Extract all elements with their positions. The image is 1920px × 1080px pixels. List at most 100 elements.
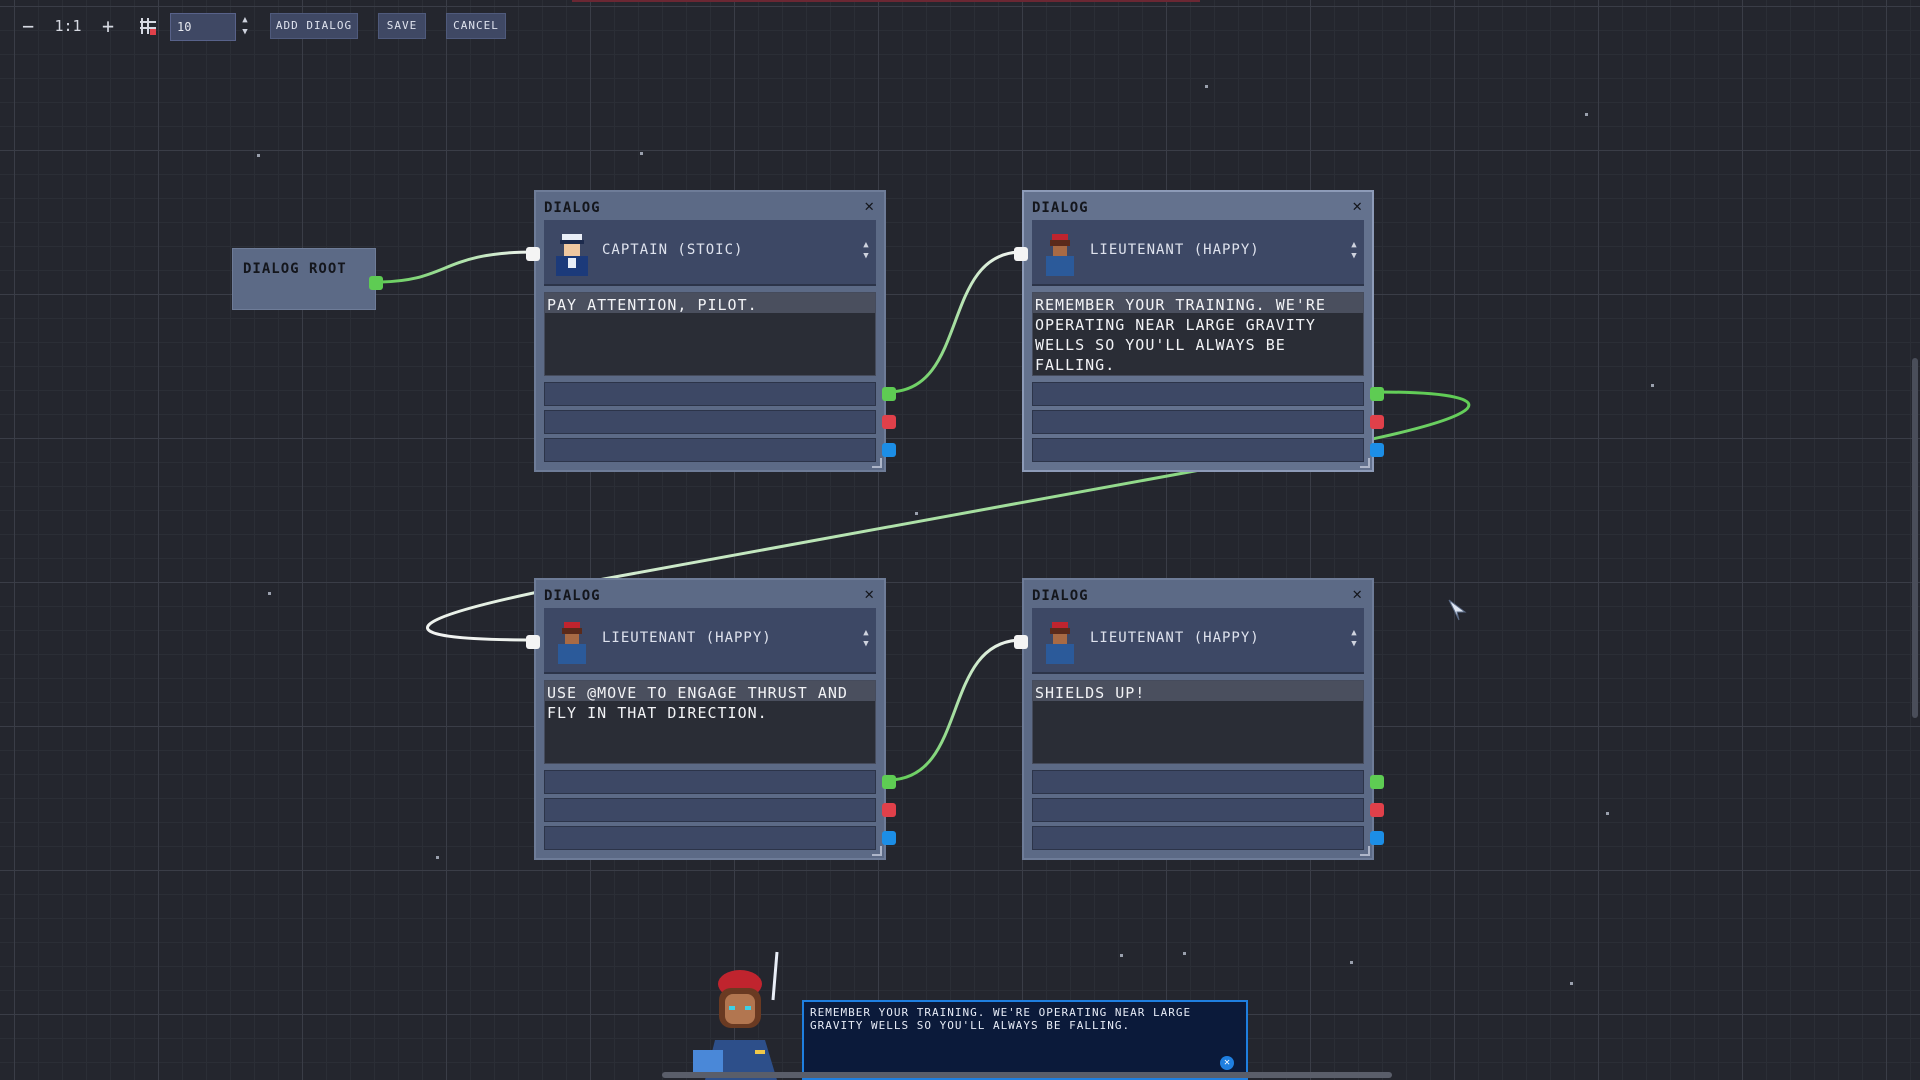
character-spinner[interactable]: ▲▼	[863, 628, 869, 649]
background-star	[1120, 954, 1123, 957]
vertical-scrollbar[interactable]	[1912, 358, 1918, 718]
text-highlight	[545, 681, 875, 701]
response-option-field[interactable]	[1032, 770, 1364, 794]
snap-step-spinner[interactable]: ▲▼	[242, 15, 248, 37]
lieutenant-portrait-icon	[558, 622, 586, 664]
response-option-field[interactable]	[544, 382, 876, 406]
output-port-green[interactable]	[882, 775, 896, 789]
snap-step-field[interactable]: 10	[170, 13, 236, 41]
background-star	[915, 512, 918, 515]
background-star	[1205, 85, 1208, 88]
character-select[interactable]: LIEUTENANT (HAPPY) ▲▼	[1032, 608, 1364, 674]
output-port-blue[interactable]	[1370, 831, 1384, 845]
input-port[interactable]	[526, 247, 540, 261]
text-highlight	[1033, 681, 1363, 701]
grid-snap-icon[interactable]	[134, 14, 162, 38]
dialog-root-node[interactable]: DIALOG ROOT	[232, 248, 383, 310]
character-name: CAPTAIN (STOIC)	[602, 242, 744, 258]
resize-handle[interactable]	[1360, 846, 1370, 856]
dialog-text: REMEMBER YOUR TRAINING. WE'RE OPERATING …	[1035, 296, 1336, 374]
connection-node3-to-node4	[887, 638, 1023, 782]
response-option-field[interactable]	[544, 410, 876, 434]
cancel-button[interactable]: CANCEL	[446, 13, 506, 39]
close-icon[interactable]: ✕	[864, 196, 874, 215]
output-port-red[interactable]	[1370, 415, 1384, 429]
output-port-blue[interactable]	[882, 443, 896, 457]
character-select[interactable]: LIEUTENANT (HAPPY) ▲▼	[544, 608, 876, 674]
root-output-port[interactable]	[369, 276, 383, 290]
add-dialog-button[interactable]: ADD DIALOG	[270, 13, 358, 39]
minus-icon[interactable]: −	[21, 14, 35, 38]
character-spinner[interactable]: ▲▼	[1351, 628, 1357, 649]
character-spinner[interactable]: ▲▼	[1351, 240, 1357, 261]
output-port-red[interactable]	[1370, 803, 1384, 817]
node-title: DIALOG	[544, 200, 601, 216]
resize-handle[interactable]	[1360, 458, 1370, 468]
character-select[interactable]: LIEUTENANT (HAPPY) ▲▼	[1032, 220, 1364, 286]
node-title: DIALOG	[544, 588, 601, 604]
output-port-green[interactable]	[1370, 387, 1384, 401]
top-accent-bar	[572, 0, 1200, 2]
dialog-root-label: DIALOG ROOT	[243, 261, 347, 277]
dialog-node[interactable]: DIALOG ✕ LIEUTENANT (HAPPY) ▲▼ SHIELDS U…	[1014, 578, 1384, 860]
dialog-text-field[interactable]: SHIELDS UP!	[1032, 680, 1364, 764]
dialog-text: SHIELDS UP!	[1035, 684, 1146, 702]
captain-portrait-icon	[556, 234, 588, 276]
character-select[interactable]: CAPTAIN (STOIC) ▲▼	[544, 220, 876, 286]
plus-icon[interactable]: +	[101, 14, 115, 38]
response-option-field[interactable]	[544, 438, 876, 462]
response-option-field[interactable]	[1032, 410, 1364, 434]
response-option-field[interactable]	[544, 770, 876, 794]
response-option-field[interactable]	[1032, 826, 1364, 850]
background-star	[1606, 812, 1609, 815]
dialog-node[interactable]: DIALOG ✕ CAPTAIN (STOIC) ▲▼ PAY ATTENTIO…	[526, 190, 896, 472]
input-port[interactable]	[1014, 635, 1028, 649]
response-option-field[interactable]	[544, 798, 876, 822]
background-star	[640, 152, 643, 155]
background-star	[436, 856, 439, 859]
input-port[interactable]	[1014, 247, 1028, 261]
response-option-field[interactable]	[1032, 382, 1364, 406]
horizontal-scrollbar[interactable]	[662, 1072, 1392, 1078]
close-icon[interactable]: ✕	[1352, 584, 1362, 603]
character-name: LIEUTENANT (HAPPY)	[602, 630, 772, 646]
text-highlight	[1033, 293, 1363, 313]
output-port-blue[interactable]	[1370, 443, 1384, 457]
background-star	[1570, 982, 1573, 985]
output-port-green[interactable]	[1370, 775, 1384, 789]
background-star	[1651, 384, 1654, 387]
output-port-blue[interactable]	[882, 831, 896, 845]
output-port-red[interactable]	[882, 415, 896, 429]
close-icon[interactable]: ✕	[1352, 196, 1362, 215]
output-port-green[interactable]	[882, 387, 896, 401]
dialog-node[interactable]: DIALOG ✕ LIEUTENANT (HAPPY) ▲▼ USE @MOVE…	[526, 578, 896, 860]
response-option-field[interactable]	[1032, 798, 1364, 822]
background-star	[257, 154, 260, 157]
close-icon[interactable]: ✕	[1220, 1056, 1234, 1070]
dialog-text-field[interactable]: PAY ATTENTION, PILOT.	[544, 292, 876, 376]
dialog-text: USE @MOVE TO ENGAGE THRUST AND FLY IN TH…	[547, 684, 858, 722]
connection-root-to-node1	[375, 250, 535, 284]
background-star	[1350, 961, 1353, 964]
response-option-field[interactable]	[1032, 438, 1364, 462]
character-name: LIEUTENANT (HAPPY)	[1090, 630, 1260, 646]
toolbar: − 1:1 + 10 ▲▼ ADD DIALOG SAVE CANCEL	[0, 0, 1920, 50]
dialog-text: PAY ATTENTION, PILOT.	[547, 296, 758, 314]
close-icon[interactable]: ✕	[864, 584, 874, 603]
dialog-text-field[interactable]: USE @MOVE TO ENGAGE THRUST AND FLY IN TH…	[544, 680, 876, 764]
background-star	[1183, 952, 1186, 955]
lieutenant-portrait-icon	[1046, 234, 1074, 276]
connection-node1-to-node2	[887, 250, 1023, 394]
dialog-text-field[interactable]: REMEMBER YOUR TRAINING. WE'RE OPERATING …	[1032, 292, 1364, 376]
resize-handle[interactable]	[872, 846, 882, 856]
preview-text: REMEMBER YOUR TRAINING. WE'RE OPERATING …	[810, 1006, 1192, 1032]
dialog-node[interactable]: DIALOG ✕ LIEUTENANT (HAPPY) ▲▼ REMEMBER …	[1014, 190, 1384, 472]
resize-handle[interactable]	[872, 458, 882, 468]
zoom-reset-button[interactable]: 1:1	[54, 17, 82, 35]
save-button[interactable]: SAVE	[378, 13, 426, 39]
input-port[interactable]	[526, 635, 540, 649]
response-option-field[interactable]	[544, 826, 876, 850]
output-port-red[interactable]	[882, 803, 896, 817]
character-spinner[interactable]: ▲▼	[863, 240, 869, 261]
node-title: DIALOG	[1032, 200, 1089, 216]
